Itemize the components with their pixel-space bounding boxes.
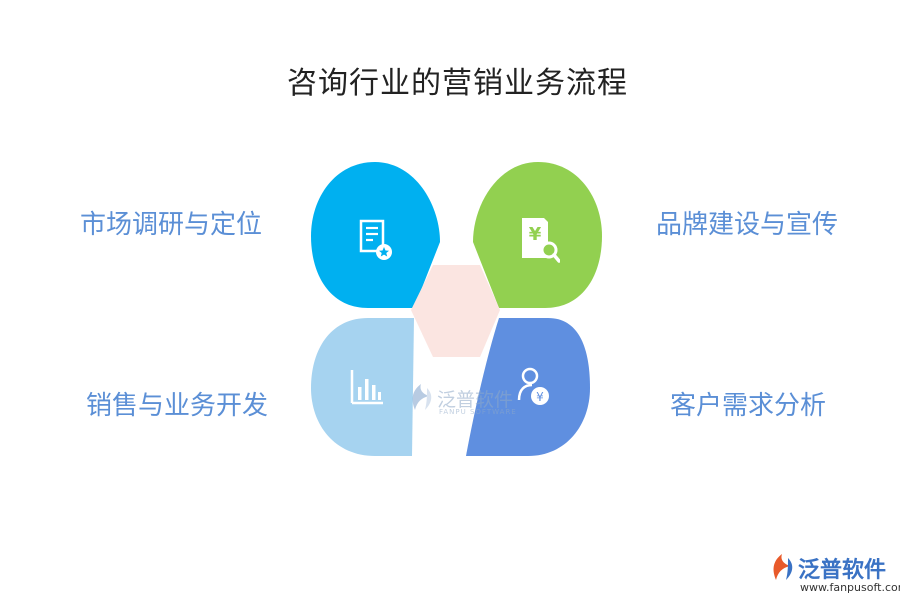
yen-receipt-search-icon: ¥	[522, 218, 560, 263]
step-label-brand-building: 品牌建设与宣传	[656, 210, 839, 240]
watermark-text: 泛普软件	[437, 389, 514, 411]
person-yen-icon: ¥	[517, 367, 549, 405]
fanpu-logo-icon	[412, 384, 432, 410]
bar-chart-icon	[350, 370, 383, 405]
step-label-sales-development: 销售与业务开发	[86, 391, 269, 421]
watermark-subtext: FANPU SOFTWARE	[439, 408, 517, 416]
step-label-market-research: 市场调研与定位	[80, 210, 263, 240]
center-hexagon	[411, 265, 500, 357]
svg-text:¥: ¥	[529, 224, 542, 245]
brand-name: 泛普软件	[798, 558, 887, 583]
step-label-customer-analysis: 客户需求分析	[670, 391, 827, 421]
brand-url[interactable]: www.fanpusoft.com	[800, 581, 900, 594]
petal-sales-development	[311, 318, 414, 456]
document-badge-icon	[359, 219, 392, 260]
diagram-title: 咨询行业的营销业务流程	[287, 66, 628, 101]
fanpu-brand-icon	[773, 554, 793, 580]
svg-text:¥: ¥	[536, 390, 544, 404]
petal-customer-analysis	[466, 318, 590, 456]
